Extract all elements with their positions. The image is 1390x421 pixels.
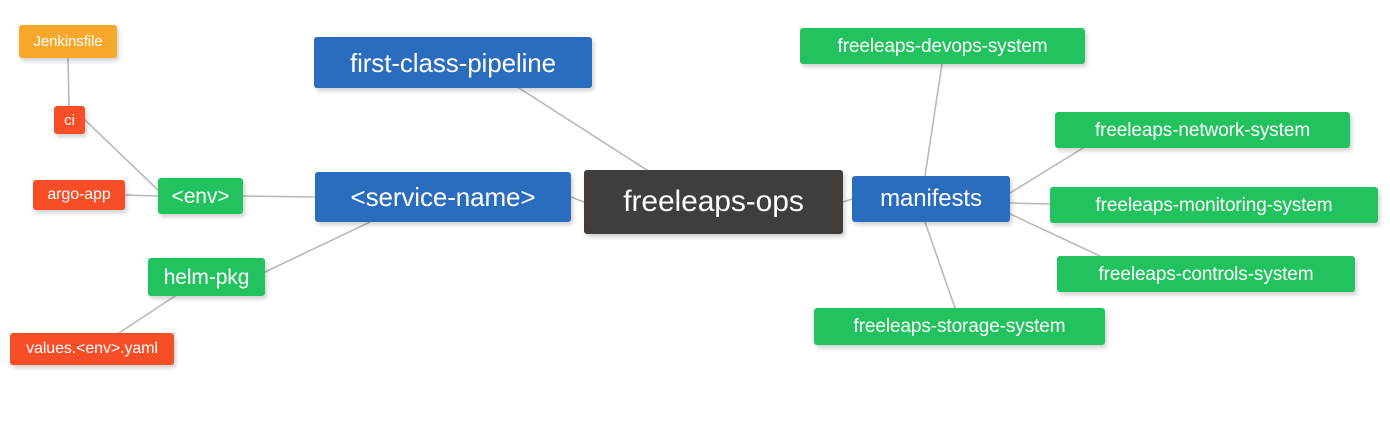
node-freeleaps-monitoring-system[interactable]: freeleaps-monitoring-system [1050,187,1378,223]
node-label-ci: ci [64,111,75,129]
node-freeleaps-network-system[interactable]: freeleaps-network-system [1055,112,1350,148]
node-freeleaps-storage-system[interactable]: freeleaps-storage-system [814,308,1105,345]
edge-freeleaps-ops-to-manifests [842,198,853,203]
node-freeleaps-devops-system[interactable]: freeleaps-devops-system [800,28,1085,64]
node-label-freeleaps-monitoring-system: freeleaps-monitoring-system [1095,194,1333,216]
node-label-freeleaps-network-system: freeleaps-network-system [1094,119,1311,141]
edge-service-name-to-helm-pkg [264,221,371,273]
node-label-argo-app: argo-app [47,186,111,203]
node-ci[interactable]: ci [54,106,85,134]
edge-freeleaps-ops-to-service-name [570,196,585,203]
node-service-name[interactable]: <service-name> [315,172,571,222]
node-helm-pkg[interactable]: helm-pkg [148,258,265,296]
node-freeleaps-controls-system[interactable]: freeleaps-controls-system [1057,256,1355,292]
node-manifests[interactable]: manifests [852,176,1010,222]
edge-manifests-to-freeleaps-storage-system [924,221,956,309]
edge-manifests-to-freeleaps-monitoring-system [1009,202,1051,205]
edge-freeleaps-ops-to-first-class-pipeline [518,87,651,173]
node-freeleaps-ops[interactable]: freeleaps-ops [584,170,843,234]
node-env[interactable]: <env> [158,178,243,214]
node-values-env-yaml[interactable]: values.<env>.yaml [10,333,174,365]
node-label-first-class-pipeline: first-class-pipeline [349,47,557,78]
node-label-service-name: <service-name> [350,182,536,212]
node-argo-app[interactable]: argo-app [33,180,125,210]
node-label-freeleaps-storage-system: freeleaps-storage-system [853,316,1066,337]
node-label-freeleaps-ops: freeleaps-ops [623,185,804,218]
edge-helm-pkg-to-values-env-yaml [118,295,176,334]
node-first-class-pipeline[interactable]: first-class-pipeline [314,37,592,88]
node-label-freeleaps-controls-system: freeleaps-controls-system [1098,263,1314,285]
node-label-helm-pkg: helm-pkg [163,265,250,289]
edge-env-to-argo-app [124,194,159,197]
node-label-manifests: manifests [880,185,982,212]
node-label-jenkinsfile: Jenkinsfile [33,33,103,50]
edge-service-name-to-env [242,195,316,198]
node-label-freeleaps-devops-system: freeleaps-devops-system [837,35,1048,57]
node-jenkinsfile[interactable]: Jenkinsfile [19,25,117,58]
node-label-env: <env> [171,184,230,208]
edge-ci-to-jenkinsfile [67,57,70,107]
node-label-values-env-yaml: values.<env>.yaml [26,340,158,357]
edge-manifests-to-freeleaps-devops-system [924,63,943,177]
